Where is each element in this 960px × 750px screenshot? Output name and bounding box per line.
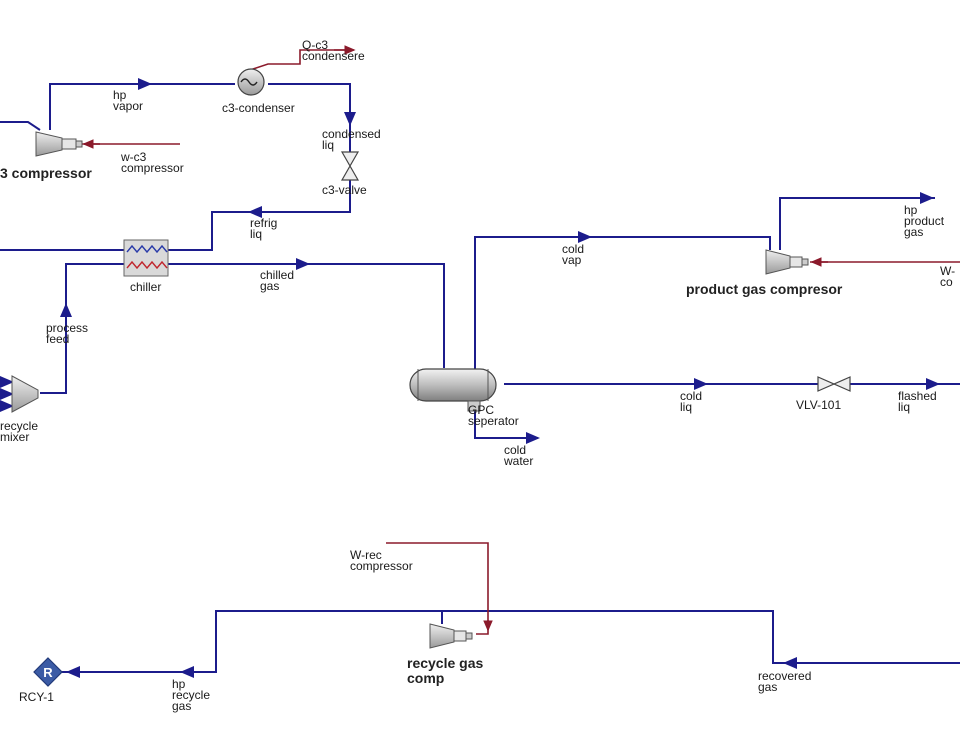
stream-cold-vap bbox=[474, 236, 771, 370]
label-hp-product-gas: hp product gas bbox=[904, 203, 945, 239]
label-cold-vap: cold vap bbox=[562, 242, 585, 267]
label-c3-valve: c3-valve bbox=[322, 183, 367, 197]
stream-refrig-liq bbox=[168, 180, 351, 251]
label-w-c3-compressor: w-c3 compressor bbox=[121, 150, 184, 175]
label-vlv-101: VLV-101 bbox=[796, 398, 842, 412]
valve-vlv-101-icon bbox=[817, 376, 851, 392]
label-hp-vapor: hp vapor bbox=[113, 88, 144, 113]
chiller-icon bbox=[123, 239, 169, 277]
compressor-product-gas-icon bbox=[765, 249, 809, 275]
label-recovered-gas: recovered gas bbox=[758, 669, 812, 694]
label-c3-compressor: 3 compressor bbox=[0, 165, 92, 181]
label-refrig-liq: refrig liq bbox=[250, 216, 278, 241]
separator-vessel-icon bbox=[409, 368, 497, 412]
stream-hp-product-gas bbox=[779, 197, 935, 250]
mixer-recycle-icon bbox=[11, 375, 39, 413]
stream-cold-water bbox=[474, 410, 538, 439]
compressor-c3-icon bbox=[35, 131, 83, 157]
label-chilled-gas: chilled gas bbox=[260, 268, 295, 293]
compressor-recycle-gas-icon bbox=[429, 623, 473, 649]
label-cold-water: cold water bbox=[504, 443, 534, 468]
label-rcy-1: RCY-1 bbox=[19, 690, 54, 704]
label-c3-condenser: c3-condenser bbox=[222, 101, 295, 115]
stream-hp-vapor bbox=[49, 83, 235, 130]
stream-compressor-feed bbox=[0, 121, 41, 131]
label-chiller: chiller bbox=[130, 280, 162, 294]
stream-chilled-gas bbox=[168, 263, 445, 368]
valve-c3-icon bbox=[340, 151, 360, 181]
stream-condensed-liq bbox=[268, 83, 351, 152]
label-w-prod: W- co bbox=[940, 264, 956, 289]
stream-recovered-gas bbox=[60, 610, 960, 673]
condenser-icon bbox=[237, 68, 265, 96]
label-flashed-liq: flashed liq bbox=[898, 389, 937, 414]
label-recycle-mixer: recycle mixer bbox=[0, 419, 39, 444]
label-product-gas-compresor: product gas compresor bbox=[686, 281, 843, 297]
stream-process-feed bbox=[40, 263, 124, 394]
label-condensed-liq: condensed liq bbox=[322, 127, 381, 152]
energy-q-c3-condensere bbox=[249, 49, 350, 71]
label-cold-liq: cold liq bbox=[680, 389, 703, 414]
label-recycle-gas-comp: recycle gas comp bbox=[407, 655, 484, 686]
recycle-block-icon: R bbox=[33, 657, 63, 687]
label-gpc-seperator: GPC seperator bbox=[468, 403, 519, 428]
label-hp-recycle-gas: hp recycle gas bbox=[172, 677, 211, 713]
label-process-feed: process feed bbox=[46, 321, 89, 346]
label-q-c3-condensere: Q-c3 condensere bbox=[302, 38, 365, 63]
recycle-block-symbol: R bbox=[43, 665, 53, 680]
energy-w-rec-compressor bbox=[386, 542, 489, 635]
label-w-rec-compressor: W-rec compressor bbox=[350, 548, 413, 573]
